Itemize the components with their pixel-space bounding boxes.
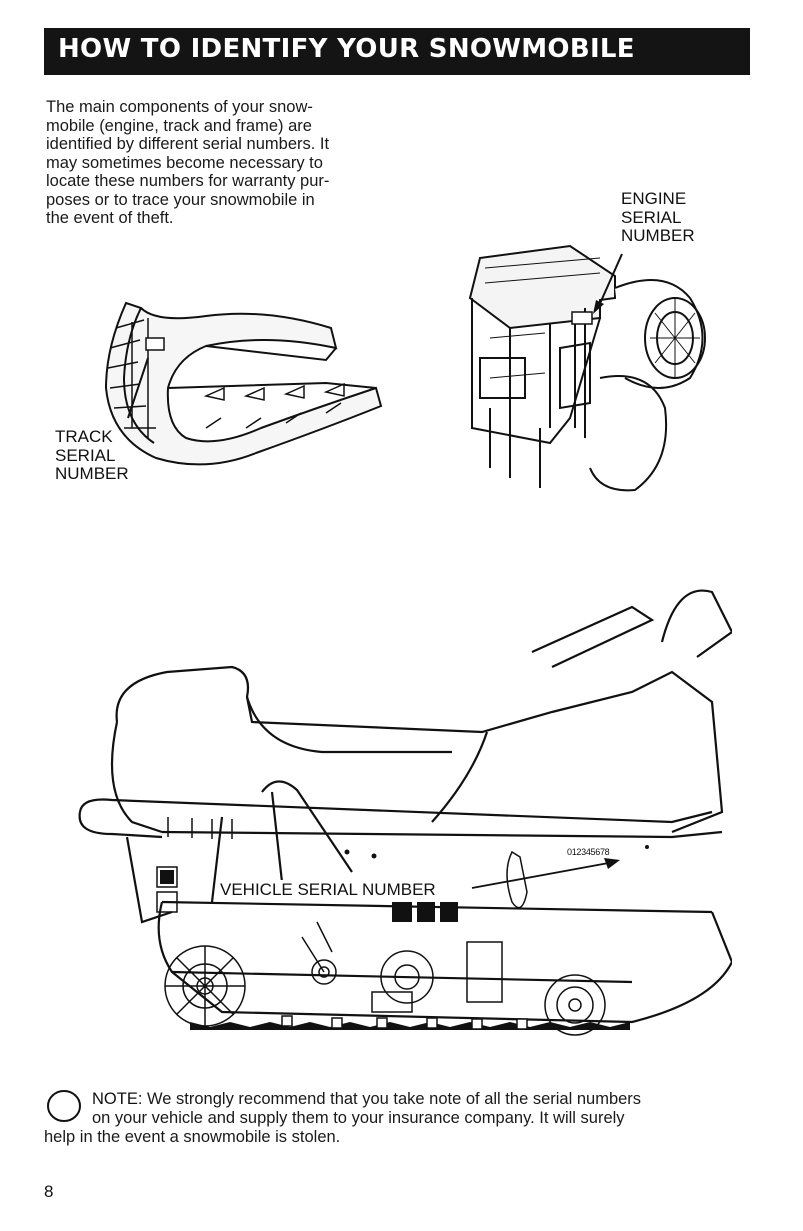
engine-illustration xyxy=(468,244,706,492)
engine-serial-label: ENGINE SERIAL NUMBER xyxy=(621,189,695,246)
intro-line: locate these numbers for warranty pur- xyxy=(46,172,330,190)
note-text-3: help in the event a snowmobile is stolen… xyxy=(44,1128,341,1146)
note-circle-icon xyxy=(47,1090,81,1122)
track-illustration xyxy=(104,301,383,466)
intro-paragraph: The main components of your snow- mobile… xyxy=(46,98,386,228)
snowmobile-illustration xyxy=(78,589,732,1036)
note-block: NOTE: We strongly recommend that you tak… xyxy=(44,1090,754,1147)
engine-label-line: ENGINE xyxy=(621,189,687,208)
intro-line: may sometimes become necessary to xyxy=(46,153,323,172)
track-label-line: TRACK xyxy=(55,427,113,446)
track-serial-label: TRACK SERIAL NUMBER xyxy=(55,427,129,484)
intro-line: the event of theft. xyxy=(46,209,174,227)
note-heading: NOTE: xyxy=(92,1090,143,1108)
track-label-line: SERIAL xyxy=(55,445,116,465)
note-line-1: NOTE: We strongly recommend that you tak… xyxy=(44,1090,754,1109)
note-text-2: on your vehicle and supply them to your … xyxy=(92,1109,625,1127)
page-number: 8 xyxy=(44,1182,54,1201)
track-label-line: NUMBER xyxy=(55,464,129,483)
engine-label-line: NUMBER xyxy=(621,226,695,245)
vehicle-serial-label: VEHICLE SERIAL NUMBER xyxy=(218,880,438,900)
intro-line: poses or to trace your snowmobile in xyxy=(46,190,315,209)
page-title: HOW TO IDENTIFY YOUR SNOWMOBILE xyxy=(58,34,635,64)
note-text-1: We strongly recommend that you take note… xyxy=(147,1090,642,1108)
note-line-2: on your vehicle and supply them to your … xyxy=(44,1109,754,1128)
serial-number-plate: 012345678 xyxy=(567,847,610,857)
intro-line: mobile (engine, track and frame) are xyxy=(46,116,312,135)
intro-line: identified by different serial numbers. … xyxy=(46,135,330,153)
section-title-banner: HOW TO IDENTIFY YOUR SNOWMOBILE xyxy=(44,28,750,75)
intro-line: The main components of your snow- xyxy=(46,98,313,116)
engine-label-line: SERIAL xyxy=(621,207,682,227)
